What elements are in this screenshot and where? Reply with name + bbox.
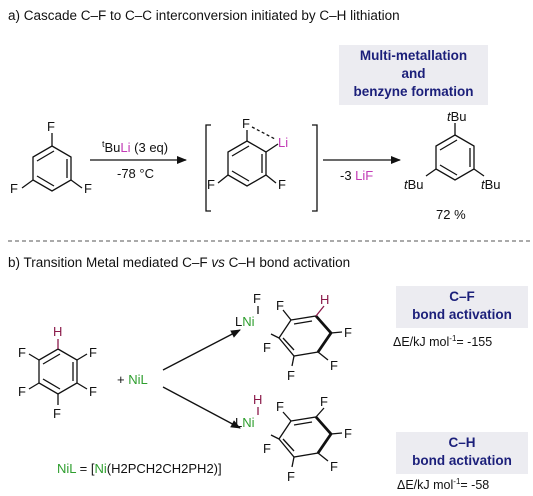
atom-f-ch-2: F: [344, 426, 352, 441]
atom-f-on-ni: F: [253, 291, 261, 306]
arrow-to-cf-product: [162, 329, 241, 371]
atom-h-on-ni: H: [253, 392, 262, 407]
cf-product-ring: [257, 305, 343, 367]
atom-f-top: F: [47, 119, 55, 134]
atom-f-intermediate-right: F: [278, 177, 286, 192]
ch-activation-box: C–H bond activation: [396, 432, 528, 474]
f-li-interaction: [251, 126, 276, 140]
ch-box-line1: C–H: [448, 435, 476, 450]
atom-f-ch-3: F: [330, 459, 338, 474]
atom-f-pfb-3: F: [18, 345, 26, 360]
atom-f-ch-6: F: [276, 399, 284, 414]
section-a-title: a) Cascade C–F to C–C interconversion in…: [8, 8, 400, 23]
trifluorobenzene-ring: [21, 133, 83, 192]
atom-f-intermediate-top: F: [242, 116, 250, 131]
atom-f-ch-4: F: [287, 469, 295, 484]
benzyne-box-line1: Multi-metallation: [359, 48, 468, 63]
atom-f-pfb-4: F: [18, 384, 26, 399]
atom-h-pentafluorobenzene: H: [53, 324, 62, 339]
tri-tert-butylbenzene-ring: [425, 123, 485, 181]
benzyne-box-line3: benzyne formation: [353, 84, 474, 99]
lithiated-intermediate-ring: [217, 126, 279, 187]
ch-energy: ΔE/kJ mol-1= -58: [397, 477, 490, 493]
ch-product-ring: [257, 407, 343, 468]
atom-f-cf-3: F: [287, 368, 295, 383]
ch-box-line2: bond activation: [412, 453, 512, 468]
atom-h-cf-product: H: [320, 292, 329, 307]
bracket-right: [312, 124, 318, 212]
atom-f-pfb-2: F: [89, 384, 97, 399]
atom-f-intermediate-left: F: [207, 177, 215, 192]
ni-ligand-ch: LNi: [235, 415, 255, 430]
tbu-left: tBu: [404, 177, 424, 192]
atom-f-left: F: [10, 181, 18, 196]
atom-f-pfb-5: F: [53, 406, 61, 421]
pentafluorobenzene-ring: [28, 339, 88, 405]
ni-ligand-cf: LNi: [235, 314, 255, 329]
atom-li-intermediate: Li: [278, 135, 288, 150]
tbu-right: tBu: [481, 177, 501, 192]
nil-definition: NiL = [Ni(H2PCH2CH2PH2)]: [57, 461, 222, 476]
bracket-left: [205, 124, 211, 212]
atom-f-cf-1: F: [344, 325, 352, 340]
atom-f-pfb-1: F: [89, 345, 97, 360]
arrow-to-ch-product: [162, 386, 241, 429]
benzyne-box-line2: and: [401, 66, 426, 81]
cf-box-line1: C–F: [449, 289, 475, 304]
plus-nil-label: + NiL: [117, 372, 148, 387]
tbu-top: tBu: [447, 109, 467, 124]
atom-f-cf-2: F: [330, 358, 338, 373]
benzyne-box: Multi-metallation and benzyne formation: [339, 45, 488, 105]
yield-label: 72 %: [436, 207, 466, 222]
atom-f-cf-5: F: [276, 298, 284, 313]
reagent-label: tBuLi (3 eq): [102, 139, 168, 155]
cf-box-line2: bond activation: [412, 307, 512, 322]
cf-energy: ΔE/kJ mol-1= -155: [393, 334, 493, 350]
byproduct-label: -3 LiF: [340, 168, 373, 183]
atom-f-right: F: [84, 181, 92, 196]
atom-f-ch-5: F: [263, 441, 271, 456]
cf-activation-box: C–F bond activation: [396, 286, 528, 328]
temperature-label: -78 °C: [117, 166, 154, 181]
atom-f-cf-4: F: [263, 340, 271, 355]
section-b-title: b) Transition Metal mediated C–F vs C–H …: [8, 255, 351, 270]
atom-f-ch-1: F: [320, 394, 328, 409]
